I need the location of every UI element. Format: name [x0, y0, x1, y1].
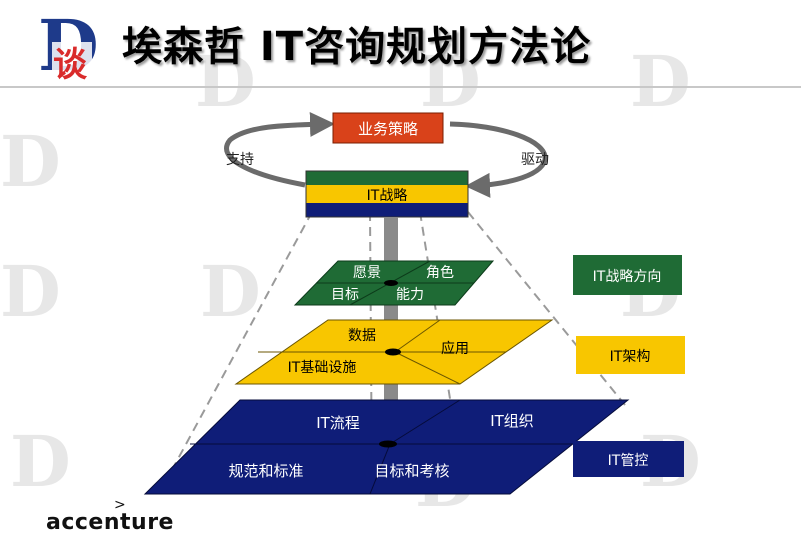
- watermark: D: [0, 120, 61, 203]
- it-strategy-label: IT战略: [367, 188, 408, 204]
- data-label: 数据: [348, 328, 376, 344]
- business-strategy-label: 业务策略: [358, 120, 418, 138]
- watermark: D: [200, 250, 261, 333]
- watermark: D: [0, 250, 61, 333]
- it-strategy-box: [305, 170, 469, 218]
- standards-label: 规范和标准: [228, 462, 303, 480]
- logo: D 谈: [38, 4, 100, 88]
- vision-label: 愿景: [353, 265, 381, 281]
- application-label: 应用: [441, 340, 469, 357]
- watermark: D: [420, 40, 481, 123]
- goal-label: 目标: [331, 287, 359, 303]
- goals-assessment-label: 目标和考核: [374, 462, 449, 480]
- drive-label: 驱动: [521, 152, 549, 168]
- governance-side-label: IT管控: [608, 453, 649, 469]
- watermark: D: [10, 420, 71, 503]
- governance-side-box: [573, 441, 684, 477]
- logo-char: 谈: [53, 45, 88, 85]
- role-label: 角色: [426, 264, 454, 281]
- architecture-side-box: [576, 336, 685, 374]
- accenture-logo: accenture: [46, 510, 174, 535]
- watermark: D: [195, 40, 256, 123]
- watermark: D: [630, 40, 691, 123]
- direction-side-label: IT战略方向: [593, 269, 662, 285]
- title-divider: [0, 86, 801, 88]
- accenture-mark: >: [114, 497, 126, 513]
- page-title: 埃森哲 IT咨询规划方法论: [122, 24, 592, 70]
- process-label: IT流程: [316, 414, 360, 432]
- support-label: 支持: [226, 152, 254, 168]
- support-arrow: [224, 112, 335, 188]
- organization-label: IT组织: [490, 412, 534, 430]
- infrastructure-label: IT基础设施: [288, 359, 357, 376]
- architecture-side-label: IT架构: [610, 349, 651, 365]
- capability-label: 能力: [396, 287, 424, 303]
- business-strategy-box: [332, 112, 444, 144]
- direction-side-box: [573, 255, 682, 295]
- drive-arrow: [449, 121, 548, 198]
